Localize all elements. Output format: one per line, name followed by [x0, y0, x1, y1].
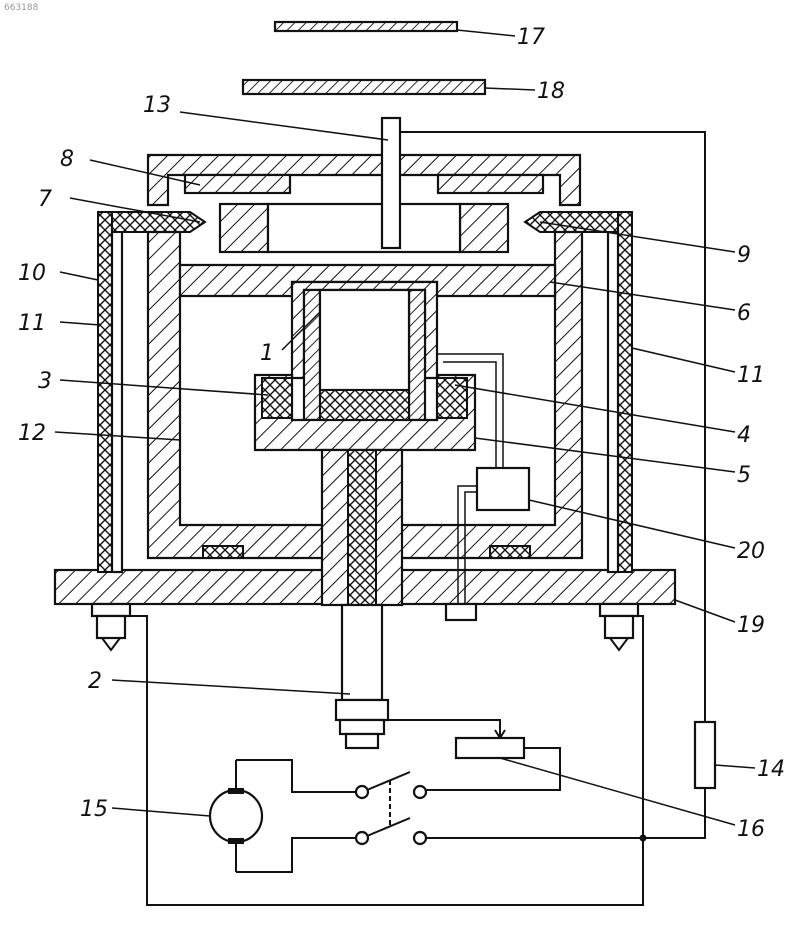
motor-lead-top	[236, 760, 356, 792]
heater-left	[262, 378, 292, 418]
label-20: 20	[737, 539, 765, 564]
sensor-box	[477, 468, 529, 510]
label-13: 13	[143, 93, 171, 118]
label-16: 16	[737, 817, 765, 842]
electrode-block-left	[220, 204, 268, 252]
motor-brush-bottom	[228, 838, 244, 844]
bolt-left	[92, 604, 130, 650]
insulation-right	[618, 212, 632, 572]
rheostat	[456, 738, 524, 758]
shaft-end	[346, 734, 378, 748]
shield-plate-18	[243, 80, 485, 94]
label-3: 3	[38, 369, 52, 394]
label-1: 1	[260, 341, 274, 366]
electrode-block-right	[460, 204, 508, 252]
label-7: 7	[38, 187, 52, 212]
top-cap-insert-right	[438, 175, 543, 193]
seal-right	[490, 546, 530, 558]
label-8: 8	[60, 147, 74, 172]
motor	[210, 790, 262, 842]
shaft-nut-2	[340, 720, 384, 734]
switch-blade-1	[367, 772, 410, 790]
label-19: 19	[737, 613, 765, 638]
top-cap-insert-left	[185, 175, 290, 193]
switch-contact-1	[356, 786, 368, 798]
label-11-right: 11	[737, 363, 765, 388]
label-4: 4	[737, 423, 751, 448]
chamber-top	[268, 204, 460, 252]
label-12: 12	[18, 421, 46, 446]
motor-brush-top	[228, 788, 244, 794]
junction	[640, 835, 647, 842]
label-6: 6	[737, 301, 751, 326]
sample-material	[320, 390, 409, 420]
insulation-left	[98, 212, 112, 572]
label-18: 18	[537, 79, 565, 104]
switch-blade-2	[367, 818, 410, 836]
label-15: 15	[80, 797, 108, 822]
shaft-nut-1	[336, 700, 388, 720]
switch-contact-2	[414, 786, 426, 798]
motor-lead-bottom	[236, 838, 356, 872]
jacket-left	[112, 222, 122, 572]
shaft-core	[348, 450, 376, 605]
bolt-center	[446, 604, 476, 620]
heater-right	[437, 378, 467, 418]
probe-rod	[382, 118, 400, 248]
switch-to-resistor	[426, 788, 705, 838]
label-5: 5	[737, 463, 751, 488]
label-14: 14	[757, 757, 785, 782]
label-10: 10	[18, 261, 46, 286]
circuit-loop	[130, 616, 643, 905]
label-11-left: 11	[18, 311, 46, 336]
shaft-to-rheostat	[388, 720, 500, 738]
shaft-lower	[342, 605, 382, 700]
switch-contact-3	[356, 832, 368, 844]
label-9: 9	[737, 243, 751, 268]
switch-contact-4	[414, 832, 426, 844]
crucible-wall-left	[304, 290, 320, 420]
watermark-text: 663188	[4, 3, 39, 13]
electrode-right	[525, 212, 618, 232]
bolt-right	[600, 604, 638, 650]
resistor	[695, 722, 715, 788]
crucible-wall-right	[409, 290, 425, 420]
label-2: 2	[88, 669, 102, 694]
crucible-cavity	[320, 290, 409, 390]
shield-plate-17	[275, 22, 457, 31]
seal-left	[203, 546, 243, 558]
label-17: 17	[517, 25, 545, 50]
